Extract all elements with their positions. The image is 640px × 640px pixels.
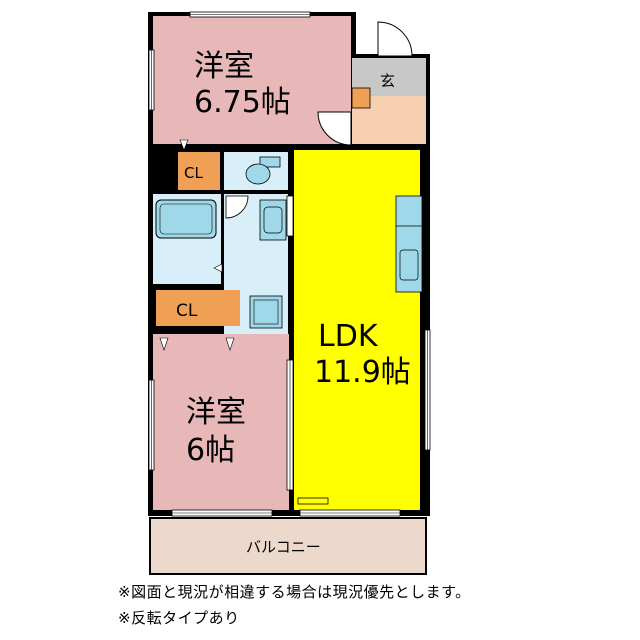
washing-machine: [249, 295, 283, 329]
toilet-bowl: [245, 163, 271, 185]
closet-2-name: CL: [176, 301, 198, 321]
shoe-cabinet: [351, 87, 371, 109]
western-room-2-name: 洋室: [186, 395, 246, 430]
ldk-size: 11.9帖: [314, 355, 411, 390]
balcony-name: バルコニー: [246, 538, 321, 556]
western-room-2: [153, 334, 289, 510]
note-current-condition: ※図面と現況が相違する場合は現況優先とします。: [118, 583, 471, 601]
room-1-door-swing: [317, 111, 352, 146]
entrance-name: 玄: [380, 72, 395, 90]
closet-1: [178, 152, 220, 190]
balcony: [149, 517, 427, 575]
ldk-name: LDK: [318, 319, 379, 354]
entrance-door-swing: [377, 21, 413, 57]
ldk-storage: [297, 497, 329, 505]
western-room-1: [153, 16, 351, 144]
note-reversed-type: ※反転タイプあり: [118, 609, 240, 627]
closet-2: [156, 290, 240, 326]
western-room-1-name: 洋室: [194, 49, 254, 84]
washroom-door-swing: [225, 195, 249, 219]
closet-1-name: CL: [184, 164, 203, 182]
western-room-2-size: 6帖: [186, 433, 235, 468]
bathtub: [155, 199, 217, 239]
toilet-tank: [259, 156, 281, 168]
western-room-1-size: 6.75帖: [194, 85, 291, 120]
hall-upper: [153, 152, 175, 190]
